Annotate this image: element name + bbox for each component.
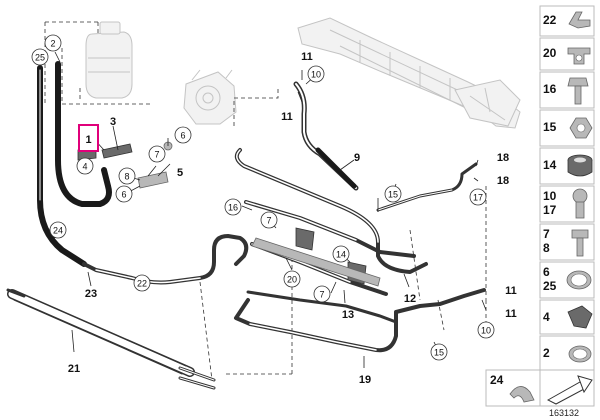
reservoir bbox=[85, 21, 133, 99]
callout-17-label: 17 bbox=[473, 193, 483, 203]
clamp-2-icon bbox=[568, 345, 592, 363]
callout-1-highlight: 1 bbox=[78, 124, 99, 152]
reference-number: 163132 bbox=[549, 408, 579, 418]
callout-25: 25 bbox=[31, 48, 49, 66]
callout-10a-label: 10 bbox=[311, 70, 321, 80]
parts-label-7-8: 7 8 bbox=[543, 227, 553, 255]
parts-label-4: 4 bbox=[543, 310, 550, 324]
parts-label-10-17: 10 17 bbox=[543, 189, 560, 217]
nut-15-icon bbox=[569, 117, 593, 139]
callout-11a: 11 bbox=[301, 51, 313, 63]
callout-13: 13 bbox=[342, 309, 354, 321]
callout-2: 2 bbox=[44, 34, 62, 52]
clip-22-icon bbox=[568, 11, 591, 29]
parts-label-6-25: 6 25 bbox=[543, 265, 557, 293]
callout-7b-label: 7 bbox=[266, 216, 271, 226]
callout-6b-label: 6 bbox=[180, 131, 185, 141]
bracket-assembly bbox=[251, 227, 381, 287]
callout-5: 5 bbox=[177, 167, 183, 179]
bottom-cells: 24 bbox=[485, 369, 595, 407]
callout-7a: 7 bbox=[148, 145, 166, 163]
callout-8: 8 bbox=[118, 167, 136, 185]
bolt-16-icon bbox=[567, 77, 589, 105]
parts-label-14: 14 bbox=[543, 158, 557, 172]
grommet-14-icon bbox=[567, 154, 593, 177]
callout-4-label: 4 bbox=[82, 162, 87, 172]
banjo-bolt-icon bbox=[572, 188, 588, 219]
callout-7a-label: 7 bbox=[154, 150, 159, 160]
callout-15a: 15 bbox=[384, 185, 402, 203]
callout-11c: 11 bbox=[505, 285, 517, 297]
steering-gear-ghost bbox=[297, 17, 521, 129]
arrow-icon bbox=[546, 375, 593, 405]
callout-25-label: 25 bbox=[35, 53, 45, 63]
pump-ghost bbox=[183, 69, 237, 125]
parts-label-17: 17 bbox=[543, 203, 557, 217]
callout-11b: 11 bbox=[281, 111, 293, 123]
callout-19: 19 bbox=[359, 374, 371, 386]
bracket-20-icon bbox=[567, 47, 591, 65]
callout-20: 20 bbox=[283, 270, 301, 288]
callout-15a-label: 15 bbox=[388, 190, 398, 200]
callout-1: 1 bbox=[85, 134, 91, 146]
callout-10b: 10 bbox=[477, 321, 495, 339]
cable-tie-24-icon bbox=[509, 386, 535, 403]
callout-16-label: 16 bbox=[228, 203, 238, 213]
parts-label-6: 6 bbox=[543, 265, 550, 279]
parts-column: 22 20 16 15 14 10 17 7 8 6 25 bbox=[539, 5, 595, 371]
parts-label-2: 2 bbox=[543, 346, 550, 360]
callout-21: 21 bbox=[68, 363, 80, 375]
callout-20-label: 20 bbox=[287, 275, 297, 285]
callout-11d: 11 bbox=[505, 308, 517, 320]
callout-10a: 10 bbox=[307, 65, 325, 83]
bottom-cell-label-24: 24 bbox=[490, 373, 504, 387]
callout-14-label: 14 bbox=[336, 250, 346, 260]
parts-label-10: 10 bbox=[543, 189, 557, 203]
parts-label-7: 7 bbox=[543, 227, 550, 241]
parts-label-25: 25 bbox=[543, 279, 557, 293]
callout-24: 24 bbox=[49, 221, 67, 239]
pump-fittings bbox=[77, 141, 173, 189]
clip-4-icon bbox=[567, 305, 593, 329]
callout-18b: 18 bbox=[497, 175, 509, 187]
callout-3: 3 bbox=[110, 116, 116, 128]
callout-22-label: 22 bbox=[137, 279, 147, 289]
callout-6a-label: 6 bbox=[121, 190, 126, 200]
callout-16: 16 bbox=[224, 198, 242, 216]
callout-17: 17 bbox=[469, 188, 487, 206]
oil-cooler bbox=[6, 288, 216, 390]
callout-14: 14 bbox=[332, 245, 350, 263]
callout-15b: 15 bbox=[430, 343, 448, 361]
callout-23: 23 bbox=[85, 288, 97, 300]
hose-clamp-icon bbox=[566, 270, 592, 290]
callout-7b: 7 bbox=[260, 211, 278, 229]
callout-2-label: 2 bbox=[50, 39, 55, 49]
callout-9: 9 bbox=[354, 152, 360, 164]
callout-6a: 6 bbox=[115, 185, 133, 203]
parts-label-22: 22 bbox=[543, 13, 557, 27]
parts-label-15: 15 bbox=[543, 120, 557, 134]
parts-label-8: 8 bbox=[543, 241, 550, 255]
callout-12: 12 bbox=[404, 293, 416, 305]
parts-label-16: 16 bbox=[543, 82, 557, 96]
callout-15b-label: 15 bbox=[434, 348, 444, 358]
callout-6b: 6 bbox=[174, 126, 192, 144]
parts-label-20: 20 bbox=[543, 46, 557, 60]
callout-10b-label: 10 bbox=[481, 326, 491, 336]
callout-7c-label: 7 bbox=[319, 290, 324, 300]
callout-24-label: 24 bbox=[53, 226, 63, 236]
bolt-7-8-icon bbox=[571, 229, 589, 257]
callout-7c: 7 bbox=[313, 285, 331, 303]
callout-4: 4 bbox=[76, 157, 94, 175]
callout-18a: 18 bbox=[497, 152, 509, 164]
callout-22: 22 bbox=[133, 274, 151, 292]
callout-8-label: 8 bbox=[124, 172, 129, 182]
